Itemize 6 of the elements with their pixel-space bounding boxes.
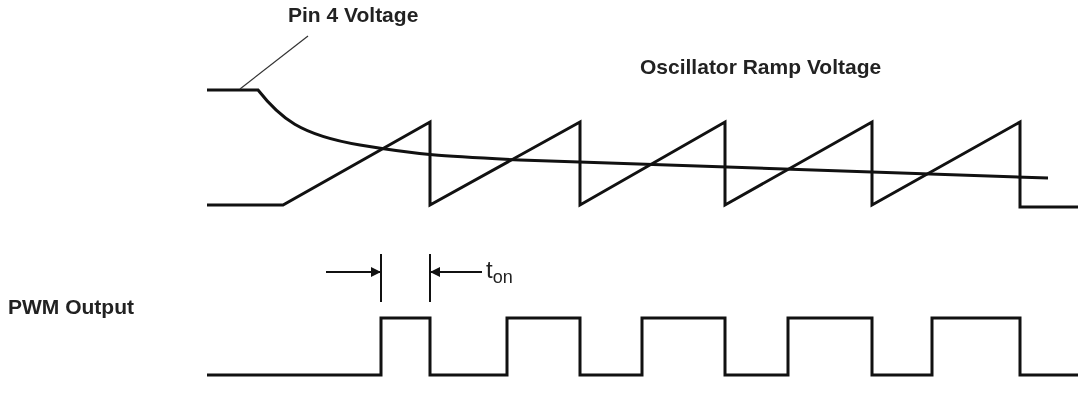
time-label: t$_{on}$ — [486, 255, 513, 285]
callout-label: Pin 4 Voltage — [288, 4, 419, 25]
waveform-label: PWM Output — [8, 294, 134, 320]
waveform-label: Oscillator Ramp Voltage — [640, 54, 882, 80]
pin4-voltage-curve — [207, 88, 1049, 180]
leader-line — [239, 35, 309, 90]
